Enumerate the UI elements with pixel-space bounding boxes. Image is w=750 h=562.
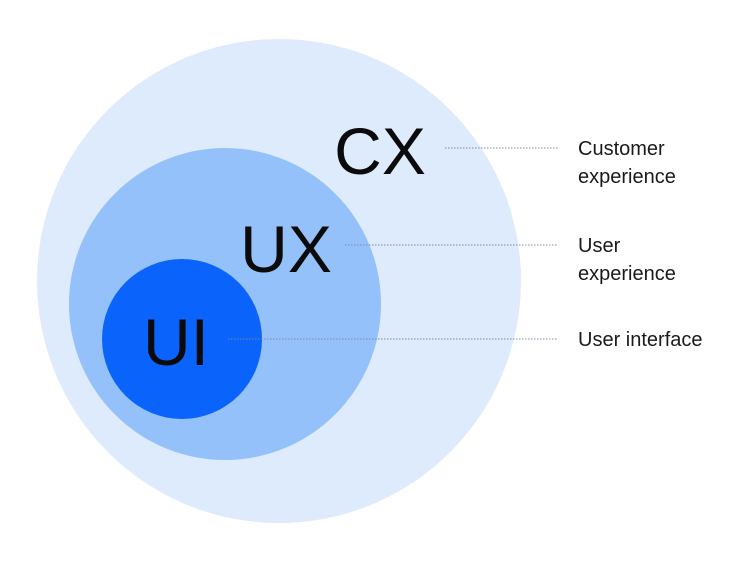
ui-label-line-1: User interface xyxy=(578,329,703,351)
ux-abbr: UX xyxy=(240,212,332,286)
ux-label-line-1: User xyxy=(578,235,621,257)
ui-abbr: UI xyxy=(143,305,209,379)
cx-label-line-2: experience xyxy=(578,166,676,188)
cx-label-line-1: Customer xyxy=(578,138,665,160)
ui-circle xyxy=(102,259,262,419)
cx-abbr: CX xyxy=(334,114,426,188)
ux-label-line-2: experience xyxy=(578,263,676,285)
